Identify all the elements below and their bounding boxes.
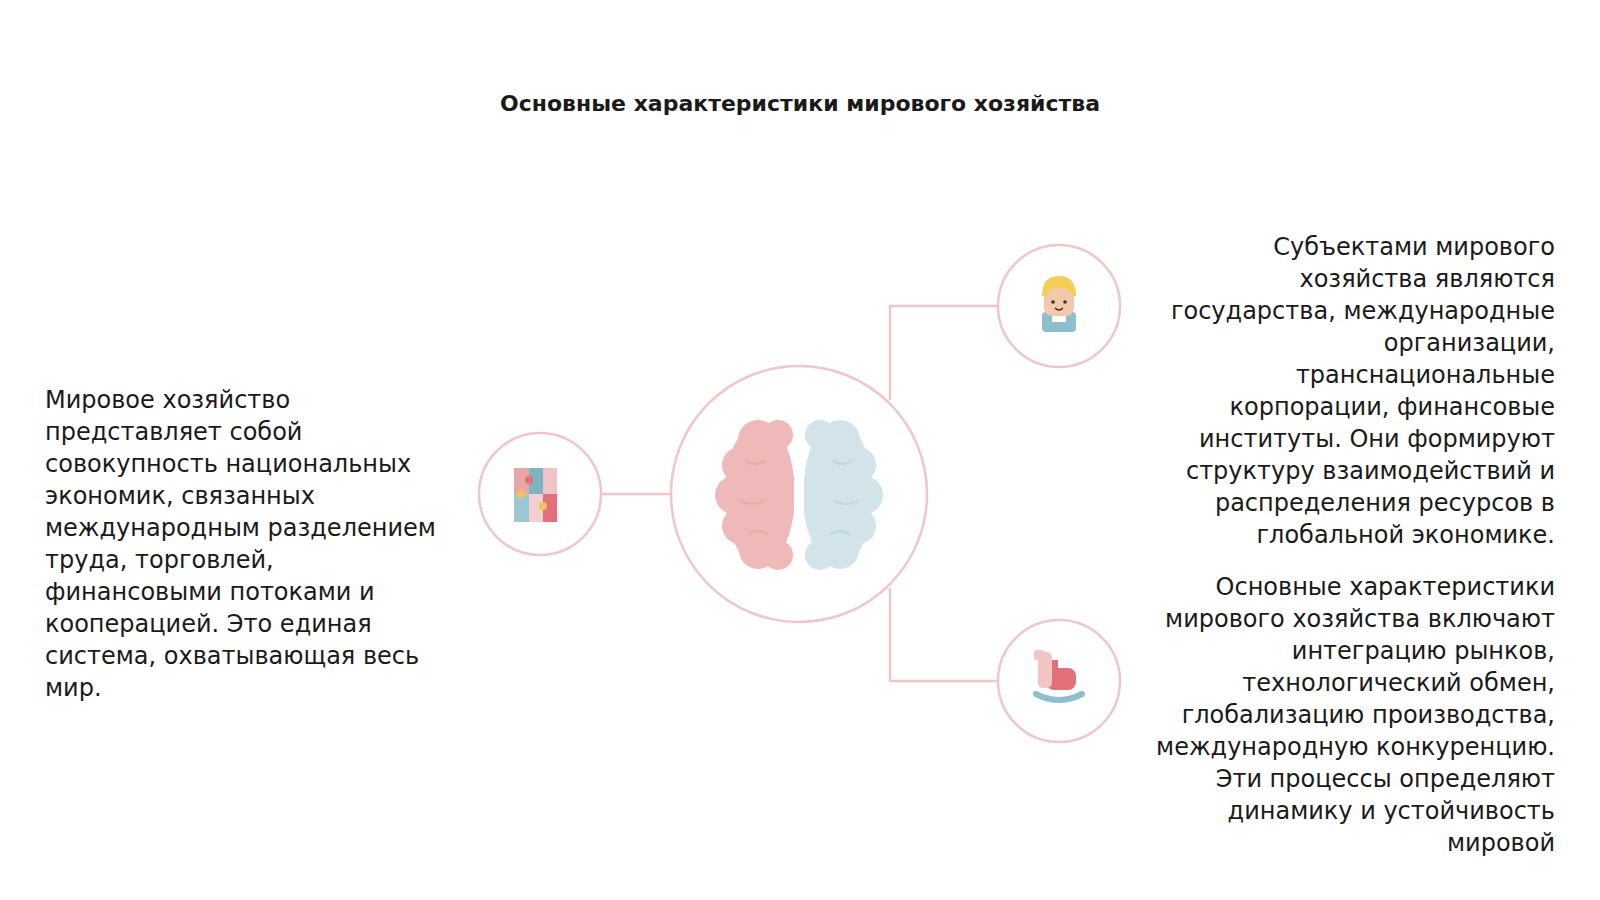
diagram-title: Основные характеристики мирового хозяйст… (300, 91, 1300, 116)
puzzle-icon (514, 468, 557, 522)
description-text: Основные характеристики мирового хозяйст… (1150, 571, 1555, 859)
description-text: Мировое хозяйство представляет собой сов… (45, 384, 455, 704)
brain-icon (715, 420, 883, 570)
person-icon (1042, 276, 1076, 332)
rocking-horse-icon (1034, 650, 1082, 700)
description-text: Субъектами мирового хозяйства являются г… (1150, 231, 1555, 551)
connector-lines (602, 306, 998, 681)
icon-circles (479, 245, 1120, 742)
